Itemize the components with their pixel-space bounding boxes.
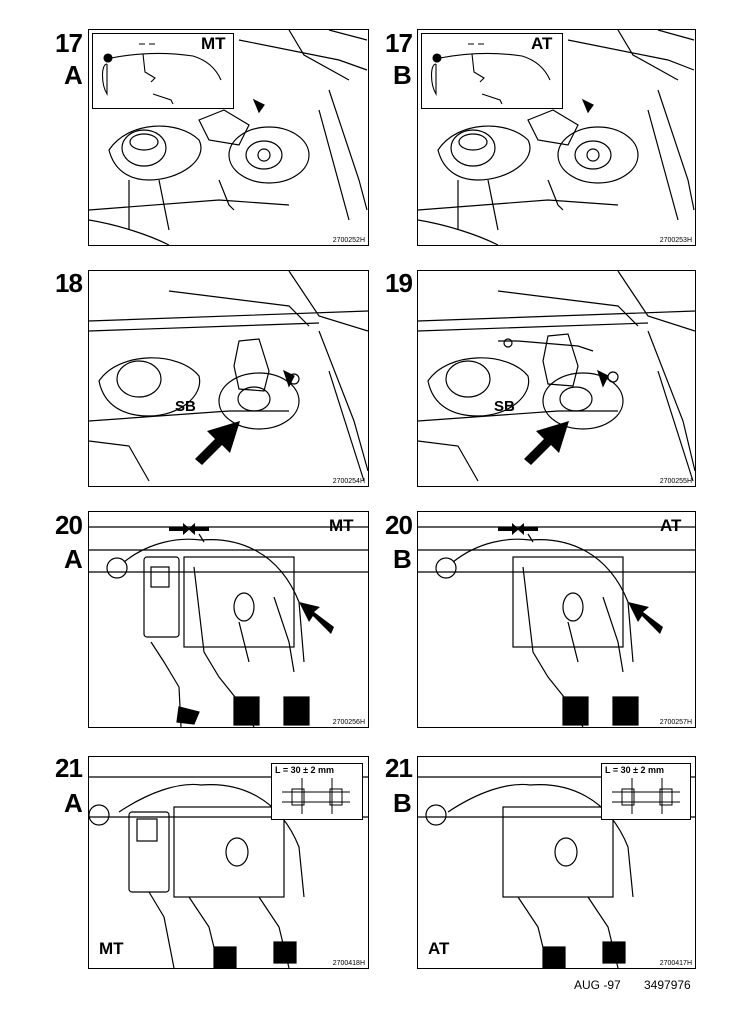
step-number-17a: 17 (55, 28, 83, 58)
transmission-tag-21b: AT (428, 939, 450, 958)
illustration-20b: AT 2700257H (417, 511, 696, 728)
step-sub-20b: B (393, 544, 412, 574)
figure-code-18: 2700254H (332, 478, 365, 485)
figure-code-20b: 2700257H (659, 719, 692, 726)
footer-doc-number: 3497976 (644, 978, 691, 992)
step-sub-17a: A (64, 60, 83, 90)
transmission-tag-17a: MT (201, 34, 226, 53)
figure-code-21a: 2700418H (332, 960, 365, 967)
sb-label-18: SB (175, 398, 196, 415)
illustration-17b: AT 2700253H (417, 29, 696, 246)
measurement-label-21a: L = 30 ± 2 mm (275, 765, 335, 775)
illustration-18: SB 2700254H (88, 270, 369, 487)
transmission-tag-17b: AT (531, 34, 553, 53)
footer-date: AUG -97 (574, 978, 621, 992)
illustration-17a: MT 2700252H (88, 29, 369, 246)
transmission-tag-20b: AT (660, 516, 682, 535)
figure-code-21b: 2700417H (659, 960, 692, 967)
measurement-box-21b: L = 30 ± 2 mm (601, 763, 691, 820)
transmission-tag-20a: MT (329, 516, 354, 535)
sb-label-19: SB (494, 398, 515, 415)
step-sub-21a: A (64, 788, 83, 818)
step-number-17b: 17 (385, 28, 413, 58)
illustration-21a: L = 30 ± 2 mm MT 2700418H (88, 756, 369, 969)
inset-box-17b (421, 33, 563, 109)
measurement-label-21b: L = 30 ± 2 mm (605, 765, 665, 775)
step-sub-21b: B (393, 788, 412, 818)
transmission-tag-21a: MT (99, 939, 124, 958)
figure-code-17b: 2700253H (659, 237, 692, 244)
step-number-19: 19 (385, 268, 413, 298)
step-sub-17b: B (393, 60, 412, 90)
figure-code-19: 2700255H (659, 478, 692, 485)
illustration-21b: L = 30 ± 2 mm AT 2700417H (417, 756, 696, 969)
step-number-21b: 21 (385, 753, 413, 783)
illustration-20a: MT 2700256H (88, 511, 369, 728)
illustration-19: SB 2700255H (417, 270, 696, 487)
figure-code-17a: 2700252H (332, 237, 365, 244)
figure-code-20a: 2700256H (332, 719, 365, 726)
step-number-18: 18 (55, 268, 83, 298)
measurement-box-21a: L = 30 ± 2 mm (271, 763, 363, 820)
step-sub-20a: A (64, 544, 83, 574)
step-number-20a: 20 (55, 510, 83, 540)
step-number-21a: 21 (55, 753, 83, 783)
inset-box-17a (92, 33, 234, 109)
step-number-20b: 20 (385, 510, 413, 540)
